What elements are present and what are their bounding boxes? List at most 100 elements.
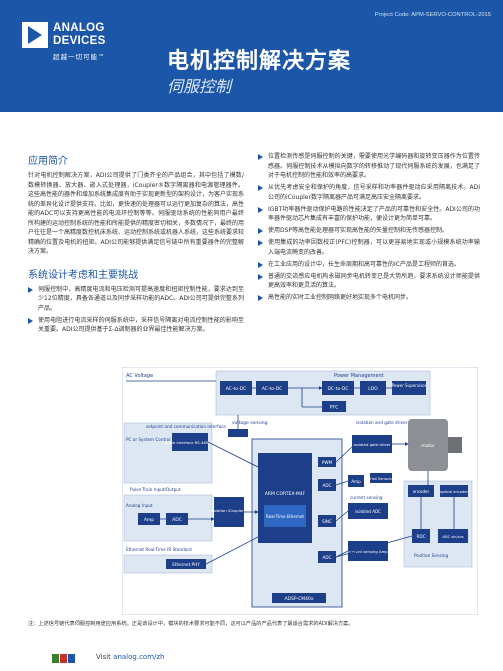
pulse-train-label: Pulse Train Input/Output bbox=[130, 487, 181, 492]
footer-social-icons bbox=[52, 654, 76, 663]
icoupler-label: isolation iCoupler® bbox=[211, 508, 248, 513]
pc-interface-label: PC or System Control Interface bbox=[126, 437, 191, 442]
list-item: IGBT功率器件驱动保护电路的性能决定了产品的可靠性和安全性。ADI公司的功率器… bbox=[258, 205, 480, 224]
ethernet-phy-block bbox=[166, 559, 206, 569]
analog-devices-logo-icon[interactable] bbox=[22, 22, 48, 48]
encoder-label: encoder bbox=[413, 489, 430, 494]
power-management-label: Power Management bbox=[334, 373, 384, 379]
amp2-label: Amp bbox=[351, 479, 361, 484]
isolated-gate-driver-label: isolated gate driver bbox=[353, 442, 391, 447]
footnote: 注：上述信号链代表伺服控制用途应用系统。正是该设计中，模块的技术要求可能不同，这… bbox=[28, 621, 354, 627]
dc-dc-block bbox=[322, 381, 354, 395]
isolate-interface-block bbox=[172, 433, 208, 451]
pfc-block bbox=[322, 401, 346, 412]
arm-core-label: ARM CORTEX-M4F bbox=[265, 491, 306, 497]
logo-wordmark: ANALOG DEVICES bbox=[53, 22, 106, 47]
logo-tagline: 超越一切可能™ bbox=[53, 53, 106, 61]
left-column: 应用简介 针对电机控制解决方案，ADI公司提供了门类齐全的产品组合，其中包括了模… bbox=[28, 152, 244, 337]
optical-encoder-block bbox=[440, 485, 468, 497]
power-supervisor-label: Power Supervisor bbox=[392, 383, 427, 388]
list-item: 使用DSP等高性能处理器可实现高性能的矢量控制和无传感器控制。 bbox=[258, 226, 480, 236]
social-icon-2[interactable] bbox=[60, 654, 67, 663]
list-item: 高性能的实时工业控制网络更好地实现多个电机同步。 bbox=[258, 293, 480, 303]
isolation-gate-label: isolation and gate driver bbox=[356, 420, 408, 425]
bullet-arrow-icon bbox=[258, 228, 263, 234]
ac-dc-label-1: AC-to-DC bbox=[226, 386, 247, 392]
list-item: 从优先考虑安全和保护的角度，信号采样和功率器件驱动应采用隔离技术。ADI公司的i… bbox=[258, 183, 480, 202]
current-sensing-amp-label: current sensing Amp bbox=[348, 549, 388, 554]
adc-label: ADC bbox=[172, 517, 182, 523]
header-banner: ANALOG DEVICES 超越一切可能™ Project Code: APM… bbox=[0, 0, 503, 112]
sinc-block bbox=[318, 515, 336, 527]
social-icon-3[interactable] bbox=[68, 654, 75, 663]
page-subtitle: 伺服控制 bbox=[167, 77, 232, 96]
current-sensing-amp-block bbox=[348, 541, 388, 561]
list-item: 使用集成的功率因数校正(PFC)控制器，可以更容易地实现或小规模系统功率输入端电… bbox=[258, 238, 480, 257]
adc-block bbox=[166, 513, 188, 525]
voltage-sensing-label: voltage sensing bbox=[232, 420, 268, 426]
pwm-block bbox=[318, 457, 336, 467]
isolated-adc-label: isolated ADC bbox=[355, 509, 381, 514]
adc-channel-c bbox=[318, 551, 336, 563]
project-code: Project Code: APM-SERVO-CONTROL-2015 bbox=[374, 12, 491, 18]
design-heading: 系统设计考虑和主要挑战 bbox=[28, 269, 138, 281]
list-item: 位置检测传感是伺服控制的关键，需要使用光学编码器和旋转变压器作为位置传感器。伺服… bbox=[258, 152, 480, 181]
intro-heading: 应用简介 bbox=[28, 156, 68, 167]
ac-dc-block-1 bbox=[220, 381, 252, 395]
ac-voltage-label: AC Voltage bbox=[126, 373, 153, 379]
pfc-label: PFC bbox=[330, 405, 338, 411]
arm-core-block bbox=[258, 453, 312, 543]
amp2-block bbox=[348, 475, 364, 487]
voltage-sensing-adc bbox=[228, 429, 248, 437]
bullet-arrow-icon bbox=[258, 295, 263, 301]
adsp-label-block bbox=[272, 593, 326, 603]
adc-sin-cos-block bbox=[438, 529, 468, 543]
ac-dc-block-2 bbox=[256, 381, 288, 395]
amp-label: Amp bbox=[144, 517, 154, 523]
rt-ethernet-label: Real-Time Ethernet bbox=[266, 514, 304, 519]
isolated-adc-block bbox=[348, 503, 388, 519]
ldo-block bbox=[360, 381, 386, 395]
bullet-arrow-icon bbox=[258, 185, 263, 191]
dc-dc-label: DC-to-DC bbox=[327, 386, 348, 392]
bullet-arrow-icon bbox=[28, 317, 33, 324]
position-sensing-label: Position Sensing bbox=[414, 553, 449, 558]
rt-ethernet-block bbox=[264, 505, 306, 527]
right-column: 位置检测传感是伺服控制的关键，需要使用光学编码器和旋转变压器作为位置传感器。伺服… bbox=[258, 152, 480, 305]
bullet-arrow-icon bbox=[258, 154, 263, 160]
right-bullet-list: 位置检测传感是伺服控制的关键，需要使用光学编码器和旋转变压器作为位置传感器。伺服… bbox=[258, 152, 480, 303]
list-item: 在工业应用的设计中，长生命周期和高可靠性的IC产品是工程师的首选。 bbox=[258, 260, 480, 270]
icoupler-block bbox=[214, 497, 244, 527]
bullet-arrow-icon bbox=[258, 261, 263, 268]
design-bullet-list: 伺服控制中，高精度电流和电压检测可提高速度和扭矩控制性能，要求达到至少12位精度… bbox=[28, 285, 244, 335]
footer-visit: Visit analog.com/zh bbox=[96, 653, 165, 661]
bullet-arrow-icon bbox=[258, 206, 263, 213]
list-item: 伺服控制中，高精度电流和电压检测可提高速度和扭矩控制性能，要求达到至少12位精度… bbox=[28, 285, 244, 314]
pwm-label: PWM bbox=[322, 460, 333, 465]
social-icon-1[interactable] bbox=[52, 654, 59, 663]
adc-channel-c-label: ADC bbox=[322, 555, 331, 560]
hall-sensors-block bbox=[370, 473, 392, 483]
rdc-label: RDC bbox=[416, 534, 425, 539]
adc-channel-a bbox=[318, 479, 336, 491]
visit-label: Visit bbox=[96, 653, 114, 661]
motor-body bbox=[408, 419, 448, 471]
bullet-arrow-icon bbox=[28, 286, 33, 293]
current-sensing-label: current sensing bbox=[350, 495, 383, 500]
encoder-block bbox=[408, 485, 434, 497]
ldo-label: LDO bbox=[368, 386, 378, 392]
ethernet-label: Ethernet Real-Time IR Standard bbox=[126, 547, 192, 552]
bullet-arrow-icon bbox=[258, 273, 263, 280]
page-title: 电机控制解决方案 bbox=[167, 49, 352, 74]
adsp-label: ADSP-CM40x bbox=[284, 596, 313, 602]
ethernet-phy-label: Ethernet PHY bbox=[172, 562, 200, 567]
power-supervisor-block bbox=[392, 381, 426, 395]
analog-input-label: Analog Input bbox=[126, 503, 153, 508]
isolate-interface-label: iSolate interface RS-485/CAN bbox=[162, 440, 218, 445]
intro-paragraph: 针对电机控制解决方案，ADI公司提供了门类齐全的产品组合，其中包括了模数/数模转… bbox=[28, 172, 245, 255]
bullet-arrow-icon bbox=[258, 240, 263, 246]
adc-channel-a-label: ADC bbox=[322, 483, 331, 488]
website-link[interactable]: analog.com/zh bbox=[113, 653, 165, 661]
adc-sin-cos-label: ADC sin/cos bbox=[442, 535, 463, 539]
servo-block-diagram: AC Voltage Power Management AC-to-DC AC-… bbox=[122, 367, 478, 615]
